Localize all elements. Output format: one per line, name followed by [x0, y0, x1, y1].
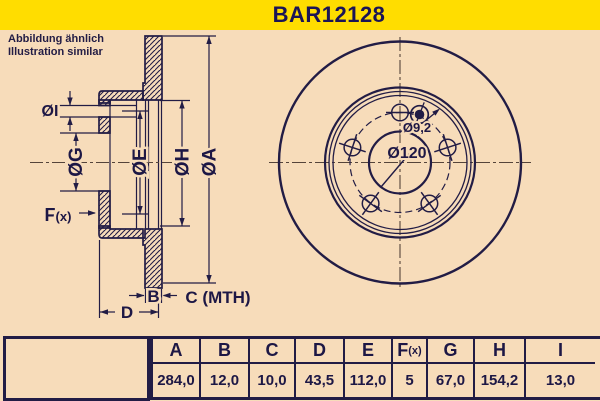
hub-ring-outer	[323, 86, 477, 239]
header-fx: F(x)	[393, 339, 428, 364]
header-e: E	[345, 339, 393, 364]
header-fx-main: F	[397, 340, 409, 360]
bolt-hole-dia-label: Ø9,2	[403, 120, 431, 135]
thumbnail-box	[3, 336, 150, 401]
center-dia-pointer	[380, 153, 410, 188]
center-dia-label: Ø120	[387, 145, 426, 162]
part-number-title: BAR12128	[272, 2, 386, 27]
front-view: Ø9,2 Ø120	[269, 37, 531, 290]
dim-label-i: ØI	[42, 103, 59, 120]
section-view: ØI ØG ØE ØH ØA F(x) B C (MTH) D	[30, 35, 253, 325]
note-line-en: Illustration similar	[8, 46, 103, 58]
bolt-holes	[338, 103, 462, 216]
header-a: A	[153, 339, 201, 364]
outer-diameter-circle	[277, 40, 523, 285]
value-e: 112,0	[345, 364, 393, 397]
title-banner: BAR12128	[0, 0, 600, 30]
hub-ring-mid	[328, 90, 472, 235]
value-b: 12,0	[201, 364, 250, 397]
section-edge-lines	[58, 100, 163, 229]
header-i: I	[526, 339, 595, 364]
front-annotations: Ø9,2 Ø120	[385, 118, 433, 164]
value-a: 284,0	[153, 364, 201, 397]
header-d: D	[296, 339, 345, 364]
dim-label-e: ØE	[130, 148, 151, 175]
section-arrowheads	[67, 36, 212, 315]
value-g: 67,0	[428, 364, 475, 397]
header-g: G	[428, 339, 475, 364]
dimensions-table: A B C D E F(x) G H I 284,0 12,0 10,0 43,…	[150, 336, 600, 400]
dim-label-f: F(x)	[45, 205, 72, 225]
table-value-row: 284,0 12,0 10,0 43,5 112,0 5 67,0 154,2 …	[153, 364, 600, 397]
header-b: B	[201, 339, 250, 364]
front-centerlines	[269, 37, 531, 290]
header-h: H	[475, 339, 526, 364]
dim-label-b: B	[147, 287, 159, 306]
section-dimensions	[69, 35, 216, 318]
value-h: 154,2	[475, 364, 526, 397]
value-c: 10,0	[250, 364, 296, 397]
table-header-row: A B C D E F(x) G H I	[153, 339, 600, 364]
dim-label-a: ØA	[200, 147, 221, 176]
illustration-note: Abbildung ähnlich Illustration similar	[8, 33, 104, 59]
header-fx-sub: (x)	[408, 344, 422, 357]
dim-label-d: D	[121, 303, 133, 322]
dim-label-c: C (MTH)	[185, 288, 250, 307]
header-c: C	[250, 339, 296, 364]
value-d: 43,5	[296, 364, 345, 397]
value-i: 13,0	[545, 372, 576, 389]
dim-label-h: ØH	[173, 148, 194, 177]
center-bore-circle	[367, 130, 433, 195]
dim-label-g: ØG	[66, 147, 87, 177]
note-line-de: Abbildung ähnlich	[8, 33, 104, 45]
hub-ring-inner	[332, 94, 468, 231]
section-dimension-labels: ØI ØG ØE ØH ØA F(x) B C (MTH) D	[39, 101, 253, 325]
highlighted-bolt-hole	[409, 102, 440, 127]
value-fx: 5	[393, 364, 428, 397]
